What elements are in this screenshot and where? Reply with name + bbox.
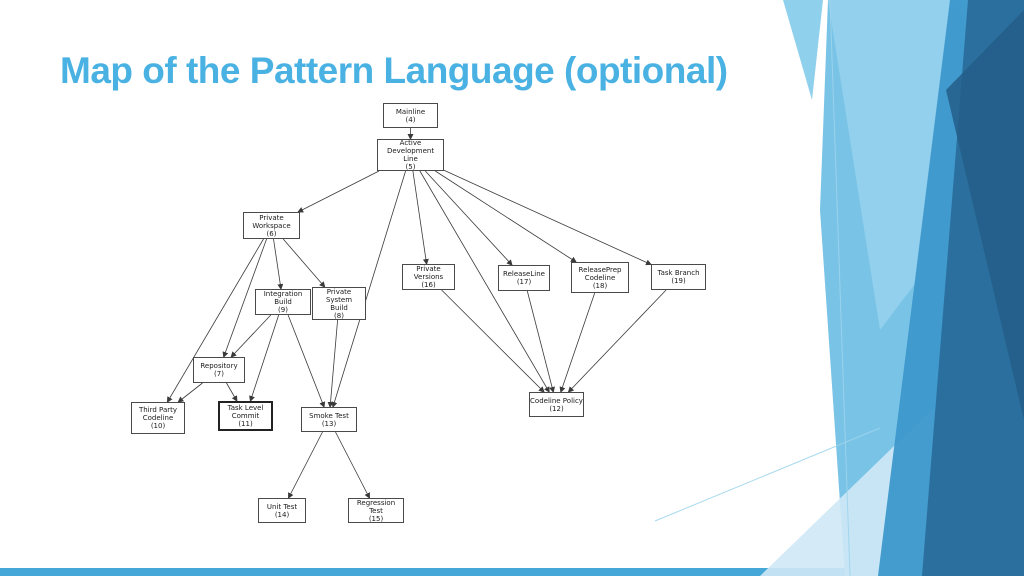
pattern-box-label: ReleasePrep <box>578 265 622 274</box>
edge-integration-build-to-task-level-commit <box>249 314 280 402</box>
edge-active-dev-line-to-task-branch <box>443 169 652 266</box>
pattern-box-label: Workspace <box>252 221 291 230</box>
edge-active-dev-line-to-smoke-test <box>331 170 406 408</box>
pattern-box-release-line: ReleaseLine(17) <box>498 265 550 291</box>
edge-repository-to-third-party-codeline <box>177 382 203 403</box>
edge-release-line-to-codeline-policy <box>526 290 555 393</box>
pattern-box-label: Task Branch <box>657 269 700 277</box>
facet-darker-fold <box>946 10 1024 420</box>
pattern-box-label: Codeline Policy <box>530 396 583 405</box>
pattern-box-label: Unit Test <box>266 502 298 511</box>
edge-task-branch-to-codeline-policy <box>567 289 667 393</box>
pattern-box-regression-test: Regression Test(15) <box>348 498 404 523</box>
pattern-box-label: (16) <box>421 281 436 289</box>
pattern-box-private-versions: Private Versions(16) <box>402 264 455 290</box>
pattern-box-label: Codeline <box>142 414 174 422</box>
pattern-box-label: (4) <box>405 115 416 124</box>
pattern-box-label: Repository <box>200 362 238 370</box>
edge-repository-to-task-level-commit <box>226 382 238 402</box>
pattern-box-label: Integration Build <box>263 290 303 306</box>
pattern-box-label: (6) <box>266 229 277 238</box>
edge-private-versions-to-codeline-policy <box>441 289 545 393</box>
hairline-diagonal <box>654 427 881 522</box>
edge-smoke-test-to-regression-test <box>335 431 370 499</box>
pattern-box-label: (15) <box>368 514 384 523</box>
pattern-box-label: Third Party <box>138 406 178 414</box>
pattern-box-label: Private Versions <box>413 265 444 281</box>
pattern-box-label: Smoke Test <box>309 411 349 420</box>
pattern-box-label: ReleaseLine <box>503 270 545 278</box>
pattern-box-label: Codeline <box>584 273 616 282</box>
pattern-box-label: (12) <box>549 404 564 413</box>
pattern-box-label: Regression Test <box>356 498 396 515</box>
pattern-box-label: Build <box>330 303 348 312</box>
pattern-box-repository: Repository(7) <box>193 357 245 383</box>
edge-active-dev-line-to-private-versions <box>412 170 429 265</box>
pattern-box-mainline: Mainline(4) <box>383 103 438 128</box>
pattern-box-label: Commit <box>231 412 260 420</box>
edge-private-workspace-to-private-system-build <box>282 238 326 288</box>
edge-active-dev-line-to-private-workspace <box>297 170 380 213</box>
bottom-accent-strip <box>0 568 1024 576</box>
pattern-box-label: (7) <box>214 370 224 378</box>
pattern-box-task-branch: Task Branch(19) <box>651 264 706 290</box>
pattern-box-label: (18) <box>592 281 608 290</box>
pattern-box-label: Task Level <box>227 404 264 412</box>
pattern-box-label: Line <box>403 155 418 163</box>
edge-integration-build-to-repository <box>230 314 272 358</box>
pattern-box-label: Private <box>259 213 284 222</box>
hairline-vertical <box>829 0 851 576</box>
pattern-box-label: (9) <box>278 306 288 314</box>
edge-release-prep-to-codeline-policy <box>559 292 596 393</box>
edge-integration-build-to-smoke-test <box>287 314 326 408</box>
edge-private-workspace-to-integration-build <box>273 238 284 290</box>
edge-active-dev-line-to-codeline-policy <box>419 170 550 393</box>
pattern-box-label: (5) <box>405 163 416 171</box>
pattern-box-label: (8) <box>334 311 344 320</box>
edge-private-workspace-to-third-party-codeline <box>166 238 264 403</box>
pattern-box-label: Mainline <box>395 107 426 116</box>
pattern-box-unit-test: Unit Test(14) <box>258 498 306 523</box>
pattern-box-label: (13) <box>321 419 337 428</box>
slide-title: Map of the Pattern Language (optional) <box>60 50 728 91</box>
pattern-box-label: (19) <box>671 277 686 285</box>
edge-active-dev-line-to-release-prep <box>435 170 577 263</box>
pattern-box-codeline-policy: Codeline Policy(12) <box>529 392 584 417</box>
facet-sliver-top <box>783 0 823 100</box>
pattern-box-label: Active Development <box>386 139 435 155</box>
edge-active-dev-line-to-release-line <box>425 170 513 266</box>
pattern-box-label: (14) <box>274 510 290 519</box>
edge-private-workspace-to-repository <box>222 238 267 358</box>
pattern-box-label: (10) <box>150 422 166 430</box>
pattern-box-integration-build: Integration Build(9) <box>255 289 311 315</box>
pattern-box-smoke-test: Smoke Test(13) <box>301 407 357 432</box>
edge-private-system-build-to-smoke-test <box>327 319 338 408</box>
pattern-box-label: (11) <box>238 420 253 428</box>
pattern-box-label: Private System <box>325 287 353 304</box>
pattern-box-label: (17) <box>516 278 532 286</box>
edge-smoke-test-to-unit-test <box>288 431 323 499</box>
